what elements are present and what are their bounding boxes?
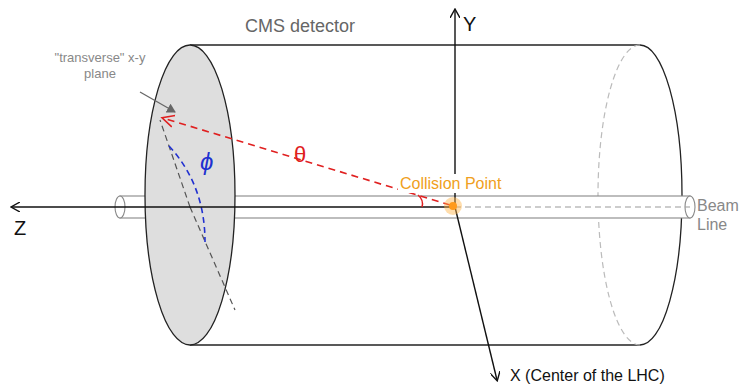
phi-arc xyxy=(169,146,205,242)
title-label: CMS detector xyxy=(245,16,355,38)
x-axis xyxy=(455,207,497,380)
beam-label: Beam Line xyxy=(697,196,747,234)
cylinder-edge xyxy=(190,344,640,345)
axis-label: Z xyxy=(14,216,26,240)
axis-label: X (Center of the LHC) xyxy=(510,366,665,385)
cylinder-end-hidden xyxy=(598,45,640,345)
plane-label: "transverse" x-y plane xyxy=(52,50,148,81)
point-label: Collision Point xyxy=(398,174,503,193)
leader-line xyxy=(140,92,175,112)
collision-point xyxy=(449,202,457,210)
projection-line xyxy=(190,207,235,310)
beam-axis xyxy=(455,207,690,208)
angle-label: θ xyxy=(294,142,306,168)
z-axis xyxy=(12,206,455,207)
theta-arc xyxy=(418,195,423,207)
axis-label: Y xyxy=(463,12,476,36)
angle-label: ϕ xyxy=(200,148,213,177)
projection-line xyxy=(160,120,190,207)
transverse-plane xyxy=(145,45,235,345)
collision-glow xyxy=(444,197,462,215)
cylinder-end xyxy=(640,45,682,345)
cylinder-edge xyxy=(190,44,640,45)
